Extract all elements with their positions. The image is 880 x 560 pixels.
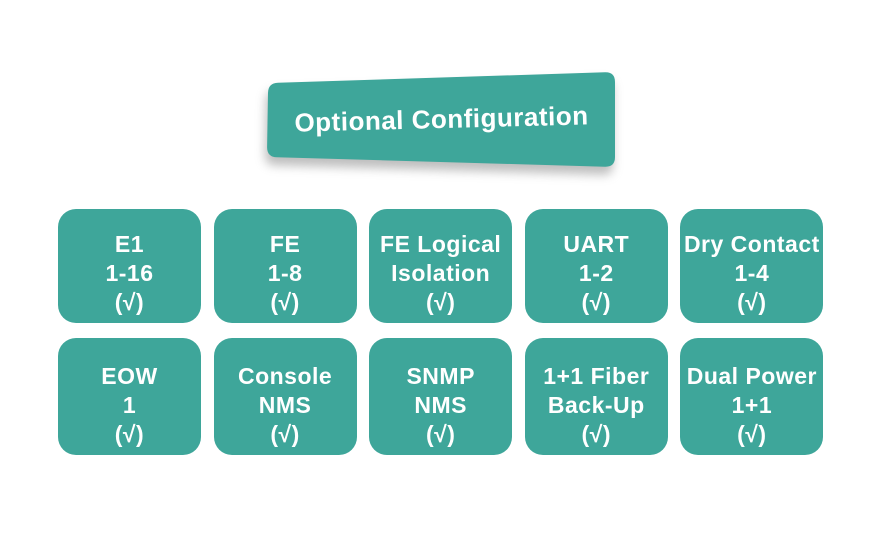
card-checkmark: (√): [114, 289, 145, 315]
card-console-nms: Console NMS (√): [213, 338, 357, 455]
card-dry-contact: Dry Contact 1-4 (√): [680, 209, 824, 323]
card-dual-power: Dual Power 1+1 (√): [680, 338, 824, 455]
card-range: 1-8: [267, 260, 303, 286]
card-label: Back-Up: [547, 392, 645, 418]
card-checkmark: (√): [737, 289, 767, 315]
card-checkmark: (√): [270, 289, 300, 315]
cards-row-1: E1 1-16 (√) FE 1-8 (√) FE Logical Isolat…: [58, 209, 824, 323]
card-range: 1+1: [731, 392, 773, 418]
card-label: Dry Contact: [683, 231, 820, 257]
card-checkmark: (√): [425, 289, 456, 315]
card-range: 1-16: [105, 260, 154, 286]
card-snmp-nms: SNMP NMS (√): [369, 338, 513, 455]
cards-row-2: EOW 1 (√) Console NMS (√) SNMP NMS (√) 1…: [58, 338, 824, 455]
card-checkmark: (√): [425, 421, 456, 447]
card-checkmark: (√): [581, 289, 611, 315]
card-checkmark: (√): [114, 421, 145, 447]
card-label: UART: [563, 231, 630, 257]
card-e1: E1 1-16 (√): [58, 209, 201, 323]
card-fiber-backup: 1+1 Fiber Back-Up (√): [524, 338, 668, 455]
card-label: EOW: [101, 363, 158, 389]
card-range: 1-4: [734, 260, 770, 286]
card-label: FE: [269, 231, 301, 257]
card-uart: UART 1-2 (√): [524, 209, 668, 323]
card-checkmark: (√): [581, 421, 611, 447]
card-fe-logical-isolation: FE Logical Isolation (√): [369, 209, 513, 323]
card-checkmark: (√): [270, 421, 300, 447]
card-label: Isolation: [391, 260, 491, 286]
card-eow: EOW 1 (√): [58, 338, 201, 455]
banner-title: Optional Configuration: [294, 99, 589, 138]
card-label: SNMP: [406, 363, 475, 389]
card-label: NMS: [258, 392, 312, 418]
card-label: Dual Power: [686, 363, 817, 389]
card-label: FE Logical: [380, 231, 502, 257]
card-label: Console: [237, 363, 333, 389]
card-range: 1: [122, 392, 137, 418]
card-range: 1-2: [578, 260, 614, 286]
cards-grid: E1 1-16 (√) FE 1-8 (√) FE Logical Isolat…: [58, 209, 824, 470]
card-label: 1+1 Fiber: [543, 363, 650, 389]
card-label: NMS: [414, 392, 467, 418]
card-label: E1: [114, 231, 145, 257]
card-fe: FE 1-8 (√): [213, 209, 357, 323]
card-checkmark: (√): [737, 421, 767, 447]
